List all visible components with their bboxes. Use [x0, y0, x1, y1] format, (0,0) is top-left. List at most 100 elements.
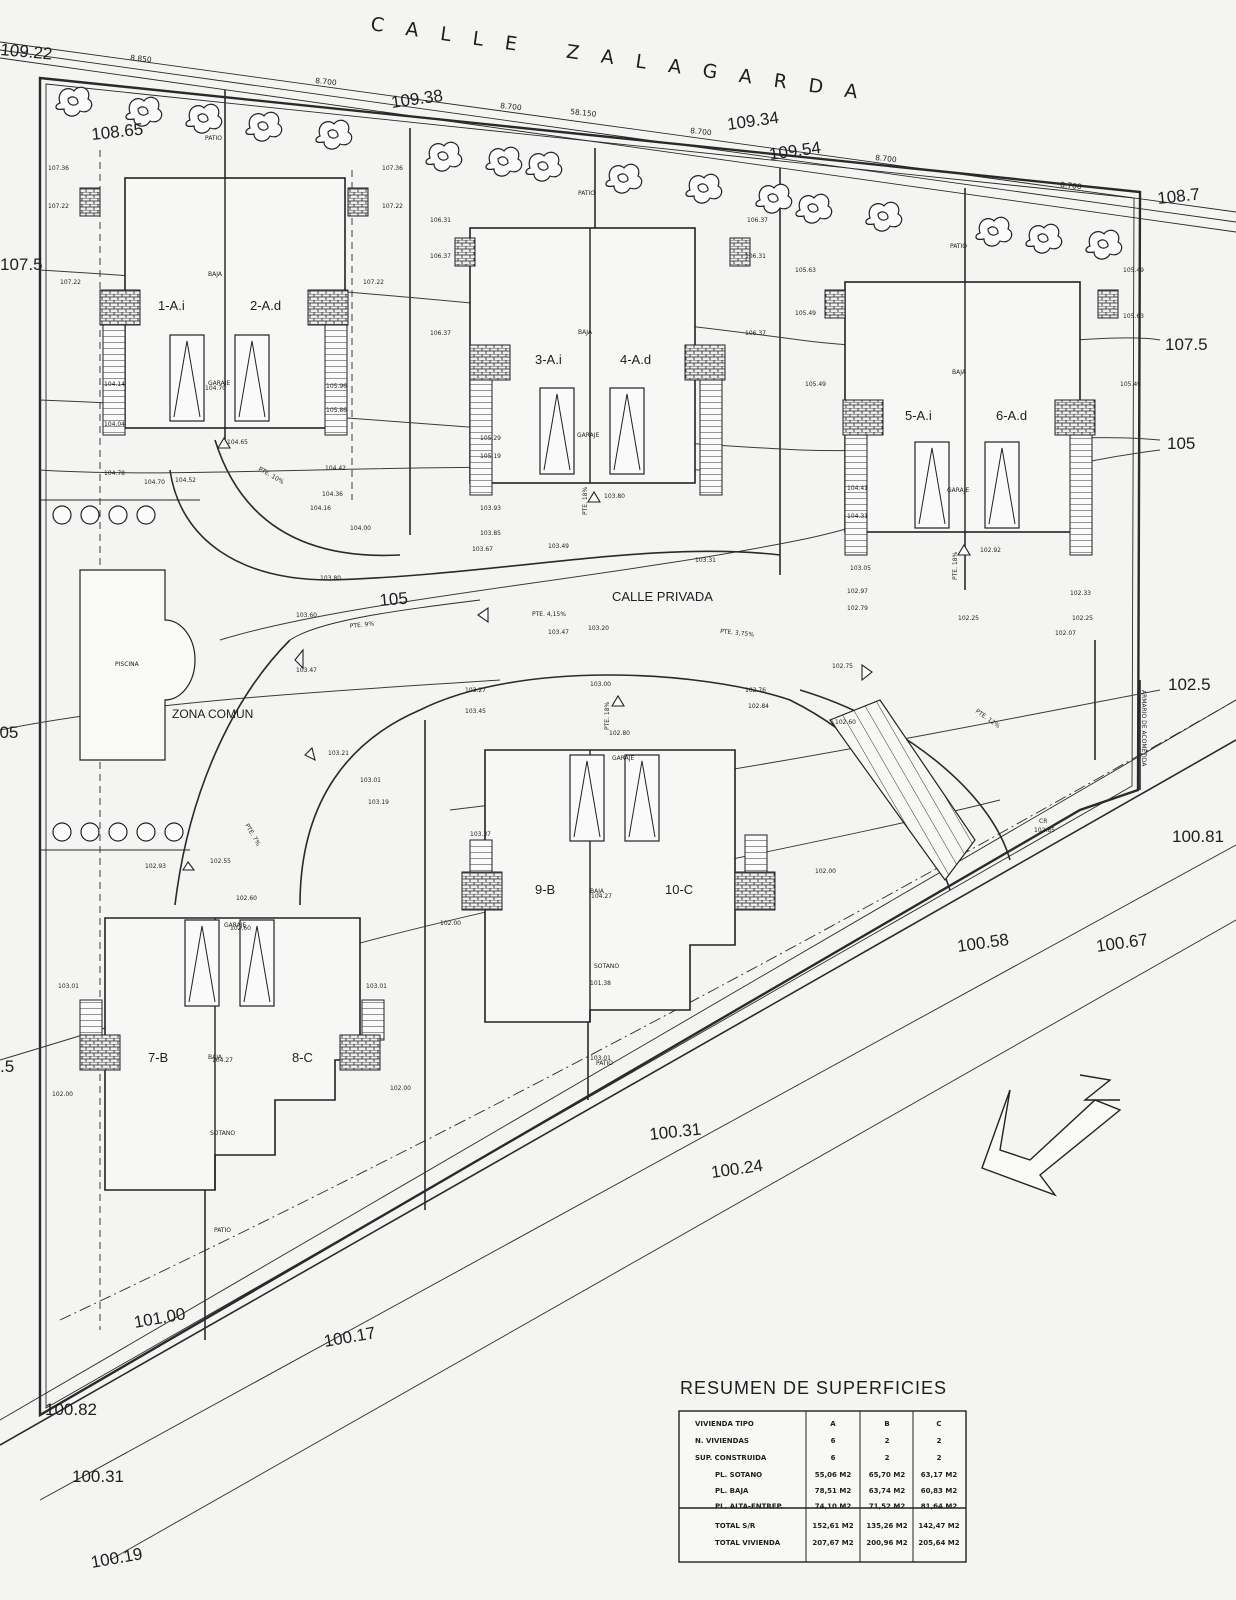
summary-cell: 205,64 M2: [918, 1539, 959, 1547]
dimension: 8.700: [315, 76, 338, 87]
spot-level: 109.38: [390, 86, 444, 112]
note-sotano: SOTANO: [594, 963, 619, 970]
small-level: 106.37: [747, 217, 768, 224]
small-level: 103.37: [470, 831, 491, 838]
small-level: 106.31: [745, 253, 766, 260]
small-level: 104.27: [212, 1057, 233, 1064]
small-level: 103.47: [296, 667, 317, 674]
spot-level: 100.67: [1095, 930, 1149, 956]
small-level: 103.80: [604, 493, 625, 500]
small-level: 104.00: [350, 525, 371, 532]
small-level: 104.04: [104, 421, 125, 428]
common-zone-label: ZONA COMUN: [172, 707, 253, 721]
summary-cell: 6: [831, 1437, 836, 1445]
small-level: 102.92: [980, 547, 1001, 554]
street-edges: [0, 41, 1236, 233]
pool-circles-top: [52, 505, 184, 842]
spot-level: 109.54: [768, 138, 822, 164]
note-slope: PTE. 3,75%: [720, 628, 755, 639]
contour-label: 107.5: [0, 255, 43, 274]
note-slope: PTE. 18%: [952, 551, 959, 580]
small-level: 103.27: [465, 687, 486, 694]
small-level: 103.05: [850, 565, 871, 572]
unit-label: 10-C: [665, 882, 693, 897]
pool-label: PISCINA: [115, 661, 140, 668]
contour-labels: 105 105 107.5 107.5 105 102.5 .5 05: [0, 255, 1211, 1076]
summary-row-label: PL. BAJA: [715, 1487, 749, 1495]
unit-building-1-2: [79, 177, 369, 436]
ramp-hatched: [829, 699, 976, 882]
summary-cell: 71,52 M2: [869, 1503, 906, 1511]
small-level: 105.49: [1120, 381, 1141, 388]
small-level: 103.60: [296, 612, 317, 619]
contour-label: 105: [0, 723, 18, 742]
summary-row-label: PL. ALTA-ENTREP.: [715, 1503, 783, 1511]
small-level: 102.00: [440, 920, 461, 927]
small-level: 105.86: [326, 407, 347, 414]
unit-building-3-4: [454, 227, 751, 496]
small-level: 107.22: [382, 203, 403, 210]
note-garaje: GARAJE: [208, 380, 231, 387]
note-cr: CR: [1039, 818, 1047, 825]
spot-level: 100.58: [956, 930, 1010, 956]
small-level: 103.80: [320, 575, 341, 582]
summary-cell: 55,06 M2: [815, 1471, 852, 1479]
road-edges-south: [0, 699, 1236, 1561]
dimension: 8.700: [875, 153, 898, 164]
note-baja: BAJA: [208, 271, 223, 278]
small-level: 102.00: [390, 1085, 411, 1092]
small-level: 102.60: [835, 719, 856, 726]
note-slope: PTE. 4,15%: [532, 611, 566, 618]
note-patio: PATIO: [214, 1227, 231, 1234]
note-patio: PATIO: [950, 243, 967, 250]
summary-cell: 81,64 M2: [921, 1503, 958, 1511]
small-level: 103.01: [590, 1055, 611, 1062]
summary-cell: 2: [937, 1437, 942, 1445]
unit-labels: 1-A.i 2-A.d 3-A.i 4-A.d 5-A.i 6-A.d 7-B …: [148, 298, 1027, 1065]
summary-header: C: [936, 1420, 941, 1428]
small-level: 105.63: [1123, 313, 1144, 320]
note-garaje: GARAJE: [947, 487, 970, 494]
summary-cell: 200,96 M2: [866, 1539, 907, 1547]
note-garaje: GARAJE: [224, 922, 247, 929]
small-level: 106.37: [430, 253, 451, 260]
summary-header: VIVIENDA TIPO: [695, 1420, 754, 1428]
small-level: 102.00: [815, 868, 836, 875]
spot-level: 109.22: [0, 40, 53, 63]
small-level: 104.78: [104, 470, 125, 477]
small-level: 105.49: [805, 381, 826, 388]
small-level: 106.37: [745, 330, 766, 337]
unit-label: 3-A.i: [535, 352, 562, 367]
unit-label: 7-B: [148, 1050, 168, 1065]
spot-level: 108.65: [90, 120, 144, 144]
summary-row-label: PL. SOTANO: [715, 1471, 762, 1479]
note-patio: PATIO: [596, 1060, 613, 1067]
spot-level: 100.17: [322, 1323, 377, 1351]
small-level: 102.25: [1072, 615, 1093, 622]
unit-label: 1-A.i: [158, 298, 185, 313]
small-level: 104.70: [205, 385, 226, 392]
small-level: 104.36: [322, 491, 343, 498]
unit-label: 8-C: [292, 1050, 313, 1065]
summary-header: B: [884, 1420, 889, 1428]
small-level: 103.01: [366, 983, 387, 990]
dimension: 58.150: [570, 107, 597, 119]
small-level: 104.52: [175, 477, 196, 484]
small-level: 106.31: [430, 217, 451, 224]
small-level: 101.38: [590, 980, 611, 987]
summary-cell: 152,61 M2: [812, 1522, 853, 1530]
small-level: 103.93: [480, 505, 501, 512]
small-level: 103.19: [368, 799, 389, 806]
unit-label: 4-A.d: [620, 352, 651, 367]
small-level: 104.65: [227, 439, 248, 446]
small-level: 102.79: [847, 605, 868, 612]
unit-building-5-6: [824, 281, 1119, 556]
small-level: 102.93: [145, 863, 166, 870]
small-level: 104.70: [144, 479, 165, 486]
small-level: 105.63: [795, 267, 816, 274]
note-acometida: ARMARIO DE ACOMETIDA: [1140, 690, 1147, 767]
small-level: 105.19: [480, 453, 501, 460]
summary-title: RESUMEN DE SUPERFICIES: [680, 1378, 947, 1398]
